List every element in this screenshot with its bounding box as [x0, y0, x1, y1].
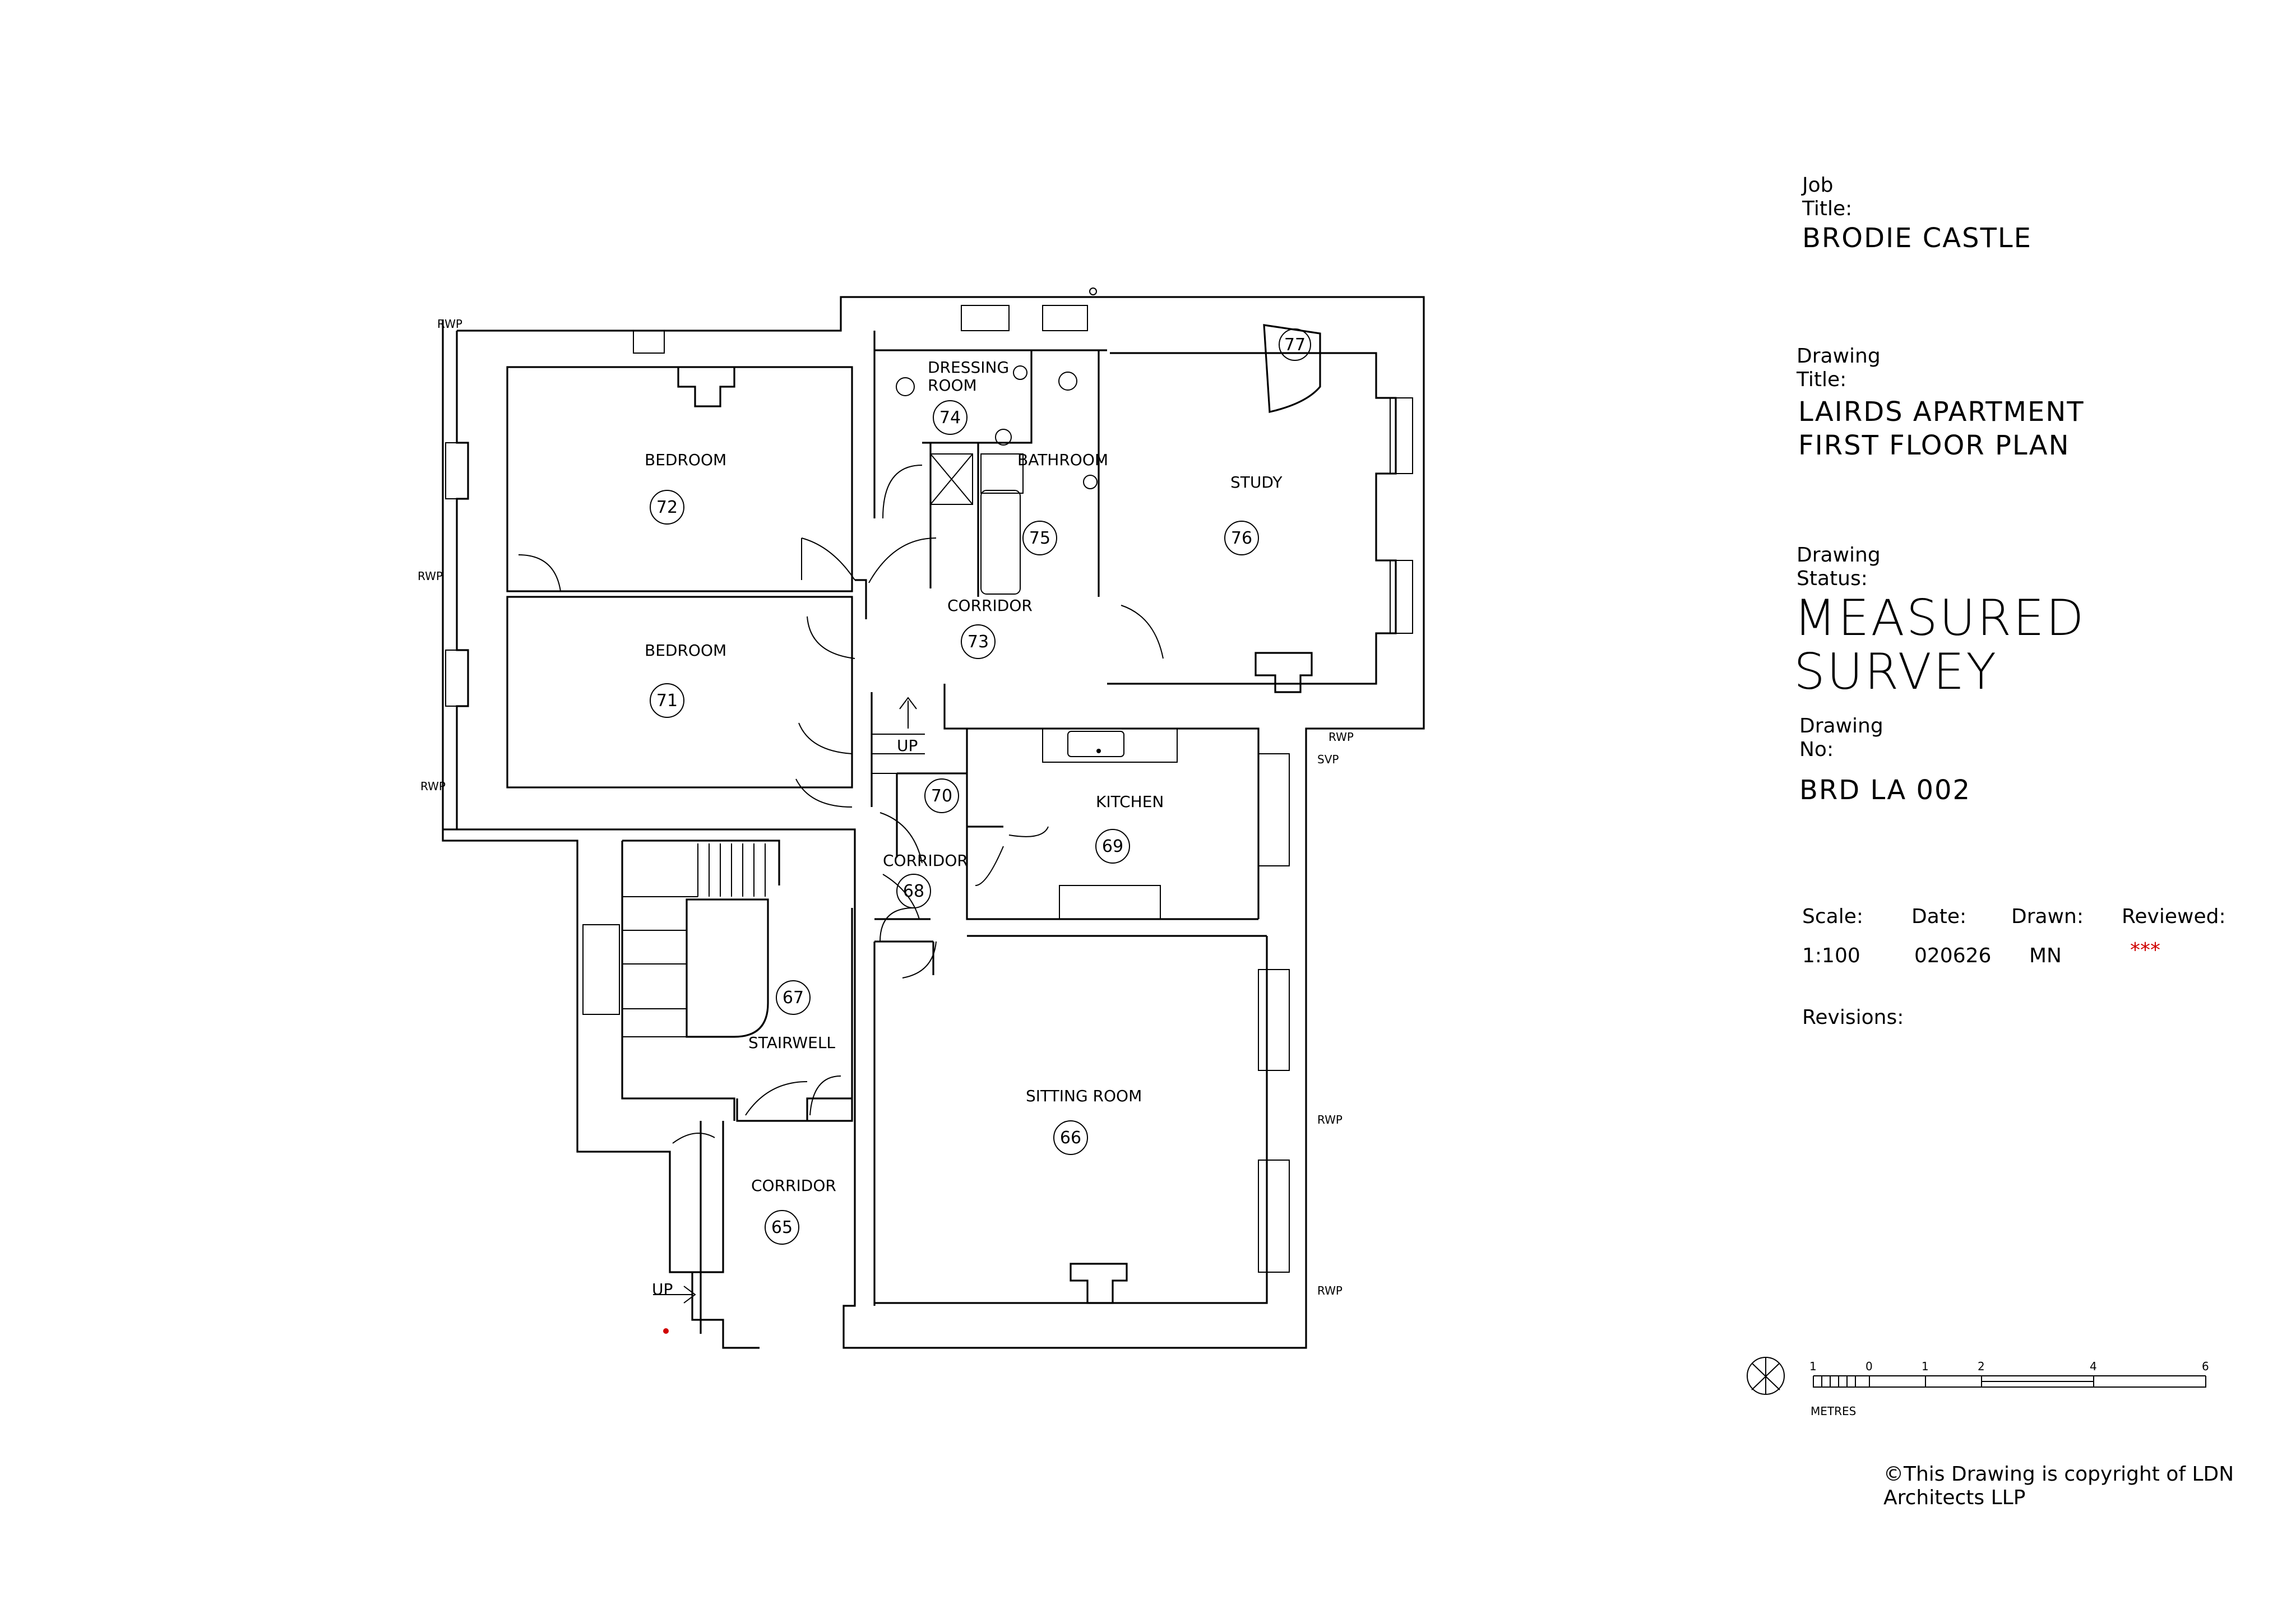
- rwp-label-6: RWP: [1317, 1284, 1343, 1297]
- room-label-68: CORRIDOR: [883, 851, 968, 870]
- svg-text:67: 67: [783, 988, 804, 1008]
- interior-walls: [506, 324, 1397, 1306]
- svg-text:76: 76: [1231, 528, 1252, 548]
- svg-text:1: 1: [1922, 1360, 1929, 1373]
- room-number-67: 67: [776, 980, 811, 1015]
- rwp-label-3: RWP: [420, 780, 446, 793]
- svg-text:71: 71: [656, 691, 678, 711]
- svg-text:74: 74: [939, 408, 961, 428]
- svg-text:68: 68: [903, 882, 924, 901]
- drawn-value: MN: [2029, 944, 2062, 967]
- drawing-status-label: Drawing Status:: [1797, 544, 1881, 590]
- scale-value: 1:100: [1802, 944, 1860, 967]
- north-arrow-icon: [1747, 1357, 1785, 1395]
- windows: [445, 305, 1413, 1273]
- room-label-69: KITCHEN: [1096, 792, 1164, 811]
- svg-text:70: 70: [931, 786, 952, 806]
- room-label-75: BATHROOM: [1017, 451, 1108, 469]
- pipe-annotations: RWP RWP RWP RWP SVP RWP RWP UP UP: [418, 317, 1354, 1299]
- svg-text:66: 66: [1060, 1128, 1081, 1148]
- up-label-corridor: UP: [897, 736, 918, 755]
- revisions-label: Revisions:: [1802, 1006, 1904, 1029]
- room-label-71: BEDROOM: [645, 641, 726, 660]
- up-arrow-corridor: [872, 697, 925, 774]
- rwp-label-5: RWP: [1317, 1113, 1343, 1126]
- room-number-72: 72: [650, 490, 684, 525]
- reviewed-label: Reviewed:: [2122, 905, 2226, 928]
- svp-label: SVP: [1317, 753, 1339, 766]
- date-value: 020626: [1914, 944, 1992, 967]
- copyright-notice: ©This Drawing is copyright of LDN Archit…: [1883, 1463, 2234, 1509]
- scale-bar: 1 0 1 2 4 6 METRES: [1809, 1360, 2209, 1418]
- room-number-71: 71: [650, 683, 684, 718]
- room-label-65: CORRIDOR: [751, 1176, 836, 1195]
- svg-text:0: 0: [1866, 1360, 1873, 1373]
- drawing-status: MEASURED SURVEY: [1794, 589, 2086, 701]
- room-label-76: STUDY: [1230, 473, 1283, 491]
- svg-text:2: 2: [1978, 1360, 1985, 1373]
- datum-point: [663, 1328, 669, 1334]
- room-number-68: 68: [896, 874, 931, 908]
- room-label-73: CORRIDOR: [947, 596, 1033, 615]
- svg-text:75: 75: [1029, 528, 1050, 548]
- job-title-label: Job Title:: [1802, 174, 1853, 220]
- fixtures: [896, 287, 1098, 489]
- reviewed-value: ***: [2130, 939, 2160, 962]
- drawing-no-label: Drawing No:: [1799, 715, 1883, 761]
- room-numbers: 72 71 74 75 76 77 73 70 69 68 67 66 65: [650, 328, 1311, 1245]
- room-number-69: 69: [1095, 829, 1130, 864]
- svg-text:6: 6: [2202, 1360, 2209, 1373]
- rwp-label-2: RWP: [418, 569, 443, 583]
- drawing-title: LAIRDS APARTMENT FIRST FLOOR PLAN: [1798, 396, 2085, 461]
- rwp-label-4: RWP: [1328, 730, 1354, 744]
- drawing-no: BRD LA 002: [1799, 775, 1971, 806]
- rwp-label-1: RWP: [437, 317, 462, 331]
- drawing-title-label: Drawing Title:: [1797, 345, 1881, 391]
- room-number-74: 74: [933, 400, 968, 435]
- outer-walls: [442, 296, 1425, 1349]
- svg-text:4: 4: [2090, 1360, 2097, 1373]
- room-number-65: 65: [765, 1210, 799, 1245]
- room-label-67: STAIRWELL: [748, 1033, 835, 1052]
- room-number-77: 77: [1279, 328, 1311, 361]
- room-number-73: 73: [961, 624, 996, 659]
- room-label-72: BEDROOM: [645, 451, 726, 469]
- svg-text:73: 73: [968, 632, 989, 652]
- room-number-66: 66: [1053, 1120, 1088, 1155]
- room-label-66: SITTING ROOM: [1026, 1087, 1142, 1105]
- room-number-76: 76: [1224, 521, 1259, 555]
- drawn-label: Drawn:: [2011, 905, 2084, 928]
- doors: [518, 465, 1164, 1144]
- room-number-75: 75: [1022, 521, 1057, 555]
- svg-text:1: 1: [1809, 1360, 1817, 1373]
- job-title: BRODIE CASTLE: [1802, 222, 2032, 254]
- svg-text:77: 77: [1284, 335, 1306, 355]
- svg-text:65: 65: [771, 1218, 793, 1237]
- up-label-entrance: UP: [652, 1280, 673, 1299]
- date-label: Date:: [1911, 905, 1967, 928]
- room-number-70: 70: [924, 778, 959, 813]
- scale-label: Scale:: [1802, 905, 1863, 928]
- svg-text:69: 69: [1102, 837, 1123, 856]
- up-arrow-entrance: [653, 1286, 696, 1304]
- scale-bar-unit: METRES: [1811, 1404, 1856, 1418]
- svg-text:72: 72: [656, 498, 678, 517]
